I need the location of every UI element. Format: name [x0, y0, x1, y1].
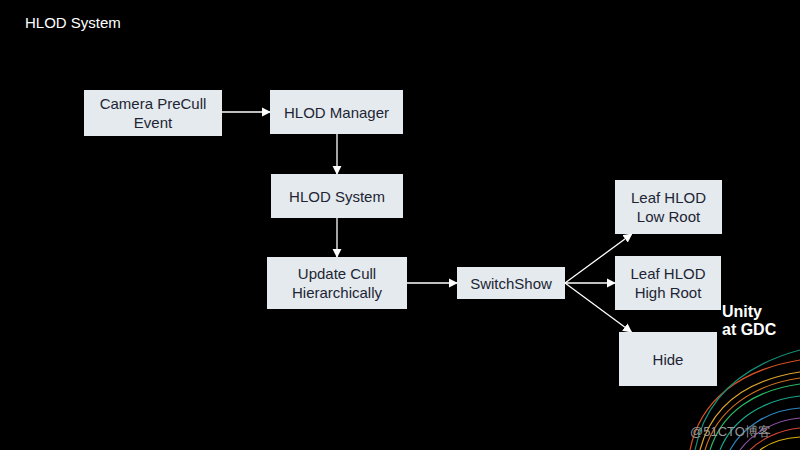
system-box: HLOD System: [271, 174, 403, 218]
process-box: Update Cull Hierarchically: [267, 257, 407, 309]
manager-box: HLOD Manager: [270, 90, 403, 134]
event-box: Camera PreCull Event: [84, 90, 222, 136]
switch-box: SwitchShow: [457, 267, 565, 299]
node-text: HLOD System: [283, 187, 391, 206]
leaf-box: Leaf HLOD Low Root: [615, 180, 722, 234]
node-text: HLOD Manager: [278, 103, 395, 122]
node-text: Camera PreCull Event: [84, 94, 222, 132]
logo-text: Unity: [722, 303, 762, 321]
node-text: Leaf HLOD High Root: [615, 264, 721, 302]
flow-arrow: [222, 111, 270, 112]
node-text: Leaf HLOD Low Root: [615, 188, 722, 226]
flow-arrow: [336, 134, 337, 174]
node-text: Hide: [647, 350, 690, 369]
node-text: Update Cull Hierarchically: [267, 264, 407, 302]
hide-box: Hide: [619, 332, 717, 386]
watermark: @51CTO博客: [690, 423, 771, 441]
logo-text: at GDC: [722, 321, 776, 339]
leaf-box: Leaf HLOD High Root: [615, 256, 721, 310]
node-text: SwitchShow: [464, 274, 558, 293]
flow-arrow: [565, 282, 615, 283]
slide-title: HLOD System: [25, 14, 121, 31]
flow-arrow: [407, 282, 457, 283]
flow-arrow: [336, 218, 337, 257]
